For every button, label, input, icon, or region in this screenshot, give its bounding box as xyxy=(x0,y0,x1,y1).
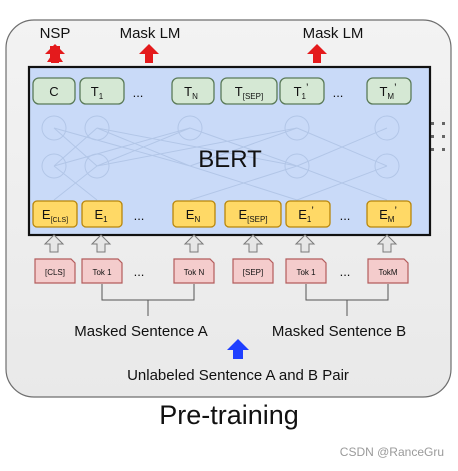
token-box-cls xyxy=(34,258,76,284)
red-arrows xyxy=(45,44,327,63)
embedding-row: E[CLS] E1 ... EN E[SEP] E1’ ... EM’ xyxy=(32,200,412,228)
output-t1p-label: T1’ xyxy=(294,82,309,101)
token-box-tokm xyxy=(367,258,409,284)
output-box-tn xyxy=(171,77,215,105)
token-box-sep xyxy=(232,258,274,284)
output-ellipsis-2: ... xyxy=(333,85,344,100)
token-sep-label: [SEP] xyxy=(243,268,263,277)
token-tok1-label: Tok 1 xyxy=(92,268,112,277)
embed-e1-label: E1 xyxy=(94,207,108,224)
model-title: BERT xyxy=(198,146,262,173)
output-tsep-label: T[SEP] xyxy=(235,84,263,101)
arrow-up-mask-lm-left xyxy=(45,44,65,63)
token-ellipsis-1: ... xyxy=(134,264,145,279)
output-c-label: C xyxy=(49,84,58,99)
output-ellipsis-1: ... xyxy=(133,85,144,100)
transformer-network xyxy=(41,115,400,201)
nsp-label: NSP xyxy=(40,25,71,42)
output-t1-label: T1 xyxy=(91,84,104,101)
arrow-up-icon xyxy=(294,234,316,253)
token-box-tokn xyxy=(173,258,215,284)
bracket-sentence-a xyxy=(101,284,195,316)
arrow-up-icon xyxy=(242,234,264,253)
output-tmp-label: TM’ xyxy=(379,82,396,101)
figure-caption: Pre-training xyxy=(159,400,299,430)
token-tokm-label: TokM xyxy=(378,268,397,277)
arrow-up-icon xyxy=(376,234,398,253)
embed-ellipsis-1: ... xyxy=(134,208,145,223)
arrow-up-icon xyxy=(183,234,205,253)
mask-lm-left-label: Mask LM xyxy=(120,25,181,42)
blue-arrow-up-icon xyxy=(227,339,249,359)
sentence-b-label: Masked Sentence B xyxy=(272,323,406,340)
input-arrows xyxy=(43,234,398,253)
output-box-tm-prime xyxy=(366,77,412,105)
arrow-up-mask-lm-mid xyxy=(139,44,159,63)
arrow-up-icon xyxy=(43,234,65,253)
token-box-tok1b xyxy=(285,258,327,284)
bracket-sentence-b xyxy=(305,284,389,316)
token-tok1b-label: Tok 1 xyxy=(296,268,316,277)
embed-e1p-label: E1’ xyxy=(298,205,314,224)
sentence-a-label: Masked Sentence A xyxy=(74,323,207,340)
embed-cls-label: E[CLS] xyxy=(42,207,68,224)
output-box-t1 xyxy=(79,77,125,105)
embed-box-cls xyxy=(32,200,78,228)
sentence-brackets xyxy=(101,284,389,316)
token-tokn-label: Tok N xyxy=(184,268,205,277)
output-row: C T1 ... TN T[SEP] T1’ ... TM’ xyxy=(32,77,412,105)
token-row: [CLS] Tok 1 ... Tok N [SEP] Tok 1 ... To… xyxy=(34,258,409,284)
output-box-c xyxy=(32,77,76,105)
embed-box-en xyxy=(172,200,216,228)
embed-ellipsis-2: ... xyxy=(340,208,351,223)
watermark: CSDN @RanceGru xyxy=(339,445,444,459)
token-box-tok1 xyxy=(81,258,123,284)
embed-box-em-prime xyxy=(366,200,412,228)
embed-box-e1 xyxy=(81,200,123,228)
arrow-up-icon xyxy=(90,234,112,253)
token-ellipsis-2: ... xyxy=(340,264,351,279)
pair-label: Unlabeled Sentence A and B Pair xyxy=(127,367,349,384)
side-dots xyxy=(431,122,445,151)
embed-sep-label: E[SEP] xyxy=(238,207,267,224)
output-tn-label: TN xyxy=(184,84,198,101)
token-cls-label: [CLS] xyxy=(45,268,65,277)
arrow-up-mask-lm-right xyxy=(307,44,327,63)
embed-box-sep xyxy=(224,200,282,228)
embed-box-e1-prime xyxy=(285,200,331,228)
output-box-tsep xyxy=(220,77,278,105)
mask-lm-right-label: Mask LM xyxy=(303,25,364,42)
embed-en-label: EN xyxy=(186,207,201,224)
output-box-t1-prime xyxy=(279,77,325,105)
embed-emp-label: EM’ xyxy=(379,205,397,224)
